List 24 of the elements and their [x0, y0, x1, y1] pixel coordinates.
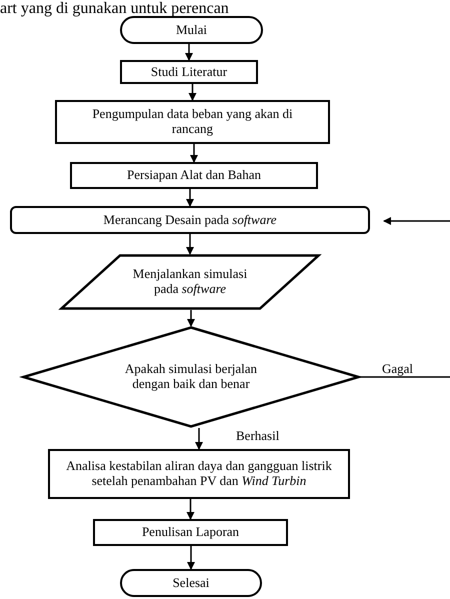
start-terminal: Mulai [120, 16, 263, 44]
arrow [195, 428, 203, 450]
arrow [190, 144, 198, 163]
connector-line [360, 376, 450, 378]
arrow [186, 234, 194, 255]
process-box: Persiapan Alat dan Bahan [70, 162, 318, 189]
edge-label: Gagal [382, 361, 414, 377]
arrow [188, 84, 196, 101]
arrow [186, 189, 194, 207]
process-box: Pengumpulan data beban yang akan di rancang [55, 100, 330, 144]
process-box: Analisa kestabilan aliran daya dan gangguan listrik setelah penambahan PV dan Wind Turbin [48, 449, 350, 499]
arrow [187, 310, 195, 327]
process-box: Studi Literatur [120, 60, 258, 84]
arrow [186, 499, 194, 520]
arrow [185, 44, 193, 61]
process-box: Penulisan Laporan [93, 519, 288, 546]
heading-text: art yang di gunakan untuk perencan [0, 0, 229, 18]
process-box: Merancang Desain pada software [10, 206, 370, 234]
input-output-parallelogram: Menjalankan simulasi pada software [60, 254, 320, 310]
decision-diamond: Apakah simulasi berjalan dengan baik dan benar [22, 326, 360, 428]
edge-label: Berhasil [236, 428, 280, 444]
arrow [383, 217, 450, 225]
end-terminal: Selesai [120, 569, 262, 597]
arrow [187, 546, 195, 570]
